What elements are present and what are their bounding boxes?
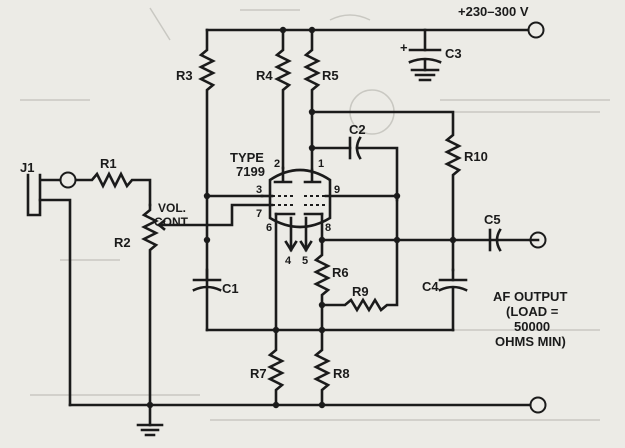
c1-capacitor: [192, 268, 222, 292]
tube-7199: [260, 166, 399, 253]
label-c2: C2: [349, 122, 366, 137]
r1-resistor: [74, 171, 152, 207]
label-c4: C4: [422, 279, 439, 294]
pin-9: 9: [334, 184, 340, 196]
pin-8: 8: [325, 222, 331, 234]
output-terminal: [529, 231, 547, 249]
r5-resistor: [303, 28, 321, 172]
pin-2: 2: [274, 158, 280, 170]
output-note-line1: AF OUTPUT: [493, 289, 567, 304]
supply-rail: [205, 21, 545, 52]
r8-resistor: [313, 328, 331, 407]
label-r3: R3: [176, 68, 193, 83]
supply-label: +230–300 V: [458, 4, 529, 19]
label-r7: R7: [250, 366, 267, 381]
background-bleed: [20, 7, 610, 421]
pin8-output-network: [313, 198, 547, 332]
label-r6: R6: [332, 265, 349, 280]
label-r8: R8: [333, 366, 350, 381]
supply-terminal: [527, 21, 545, 39]
pin-3: 3: [256, 184, 262, 196]
plate-network: [310, 110, 462, 272]
vol-control-line1: VOL.: [158, 201, 186, 215]
tube-type-label: TYPE: [230, 150, 264, 165]
ground-rail: [68, 396, 547, 437]
pin-5: 5: [302, 255, 308, 267]
label-r4: R4: [256, 68, 273, 83]
output-note-line2: (LOAD =: [506, 304, 559, 319]
label-r5: R5: [322, 68, 339, 83]
label-c1: C1: [222, 281, 239, 296]
output-note-line3: 50000: [514, 319, 550, 334]
r2-volume-pot: [141, 203, 159, 407]
label-r2: R2: [114, 235, 131, 250]
r3-resistor: [198, 28, 216, 332]
r4-resistor: [274, 28, 292, 170]
pin-4: 4: [285, 255, 292, 267]
label-j1: J1: [20, 160, 34, 175]
ground-terminal: [529, 396, 547, 414]
label-c3: C3: [445, 46, 462, 61]
label-r10: R10: [464, 149, 488, 164]
tube-model-label: 7199: [236, 164, 265, 179]
c3-capacitor: [408, 48, 442, 82]
r7-resistor: [267, 328, 285, 407]
c3-plus-sign: +: [400, 40, 408, 55]
label-r9: R9: [352, 284, 369, 299]
pin-7: 7: [256, 208, 262, 220]
pin-1: 1: [318, 158, 324, 170]
junction-dots: [146, 26, 457, 409]
output-note-line4: OHMS MIN): [495, 334, 566, 349]
wiper-lead: [156, 203, 274, 231]
label-c5: C5: [484, 212, 501, 227]
pin-6: 6: [266, 222, 272, 234]
label-r1: R1: [100, 156, 117, 171]
vol-control-line2: CONT.: [154, 215, 190, 229]
input-jack-j1: [26, 171, 77, 407]
